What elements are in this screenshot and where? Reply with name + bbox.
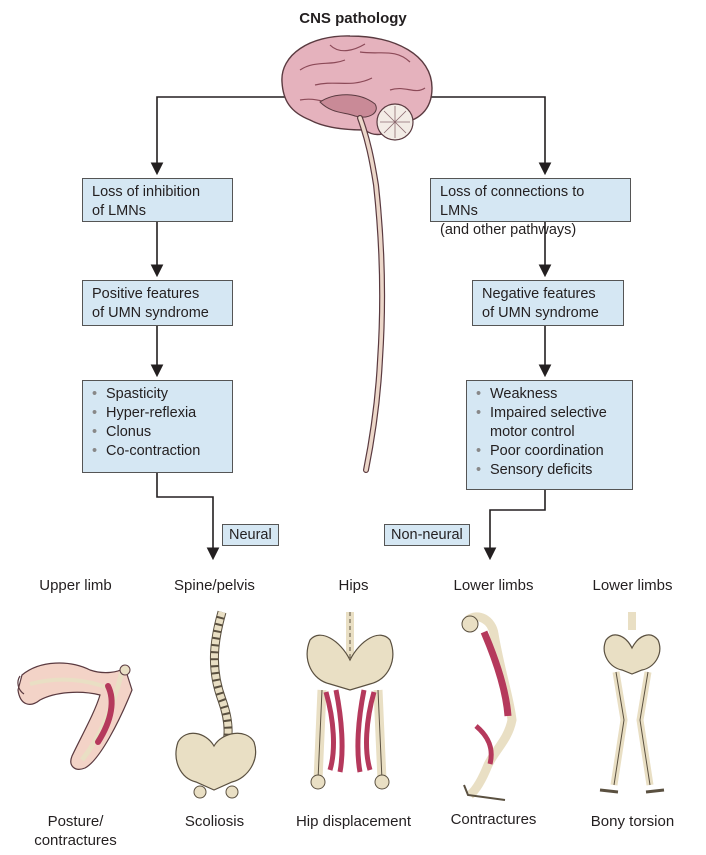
spine-icon [175,610,257,799]
list-item: Hyper-reflexia [92,404,223,423]
hips-icon [306,612,394,790]
list-item: Spasticity [92,385,223,404]
list-item: motor control [476,423,623,442]
arrow-left-neural [156,473,220,561]
panel-1-caption: Posture/ contractures [0,812,151,850]
panel-4-caption: Contractures [450,811,537,828]
panel-3-title: Hips [338,577,369,594]
list-item: Weakness [476,385,623,404]
panel-1-caption-line1: Posture/ [47,813,104,830]
box-positive-features-line1: Positive features [92,286,200,302]
list-item: Co-contraction [92,442,223,461]
list-item: Sensory deficits [476,461,623,480]
panel-3-caption: Hip displacement [295,813,412,830]
box-negative-features: Negative features of UMN syndrome [472,280,624,326]
box-negative-feature-list: Weakness Impaired selective motor contro… [466,380,633,490]
panel-5-caption: Bony torsion [590,813,675,830]
list-item: Clonus [92,423,223,442]
leg-icon [461,612,517,801]
panel-2-title: Spine/pelvis [174,577,255,594]
diagram-title: CNS pathology [299,10,407,27]
brain-icon [281,35,433,473]
box-negative-features-line1: Negative features [482,286,596,302]
arrow-right-nonneural [483,490,546,561]
box-loss-of-inhibition: Loss of inhibition of LMNs [82,178,233,222]
box-positive-features-line2: of UMN syndrome [92,305,209,321]
box-positive-features: Positive features of UMN syndrome [82,280,233,326]
box-loss-of-connections-line1: Loss of connections to LMNs [440,184,585,219]
skeleton-legs-icon [599,612,665,794]
box-loss-of-inhibition-line1: Loss of inhibition [92,184,201,200]
arm-icon [17,662,133,770]
panel-1-caption-line2: contractures [34,832,117,849]
tag-neural: Neural [222,524,279,546]
tag-non-neural: Non-neural [384,524,470,546]
panel-5-title: Lower limbs [592,577,673,594]
box-loss-of-inhibition-line2: of LMNs [92,203,146,219]
panel-2-caption: Scoliosis [184,813,245,830]
box-loss-of-connections-line2: (and other pathways) [440,222,577,238]
list-item: Impaired selective [476,404,623,423]
arrow-brain-left [150,96,285,176]
list-item: Poor coordination [476,442,623,461]
box-loss-of-connections: Loss of connections to LMNs (and other p… [430,178,631,238]
box-negative-features-line2: of UMN syndrome [482,305,599,321]
list-item-continuation: motor control [490,424,575,440]
arrow-brain-right [430,96,552,176]
panel-1-title: Upper limb [39,577,112,594]
panel-4-title: Lower limbs [453,577,534,594]
box-positive-feature-list: Spasticity Hyper-reflexia Clonus Co-cont… [82,380,233,473]
